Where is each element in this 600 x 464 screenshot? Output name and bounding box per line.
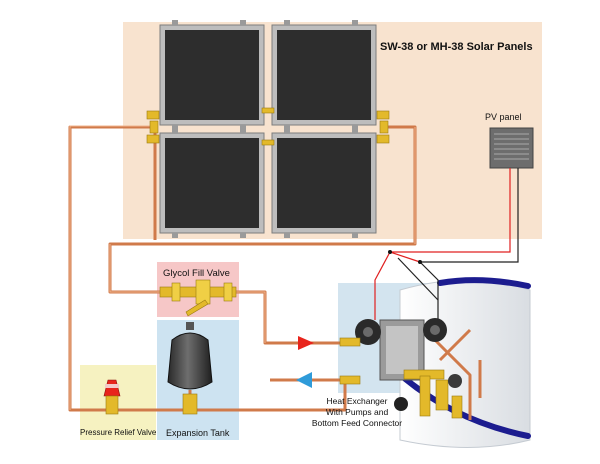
solar-panel-array xyxy=(146,20,390,238)
heat-exchanger-label: Heat Exchanger With Pumps and Bottom Fee… xyxy=(302,396,412,429)
valve-handle xyxy=(394,397,408,411)
glycol-fill-valve xyxy=(159,279,237,317)
heat-exchanger-label-line-2: With Pumps and xyxy=(325,407,389,417)
glycol-fill-valve-label: Glycol Fill Valve xyxy=(163,268,230,279)
heat-exchanger xyxy=(339,318,472,419)
solar-panel-bottom-left xyxy=(159,132,265,234)
pressure-relief-valve xyxy=(103,379,121,415)
solar-panel-bottom-right xyxy=(271,132,377,234)
pv-panel-label: PV panel xyxy=(485,112,522,122)
solar-panel-top-left xyxy=(159,24,265,126)
heat-exchanger-label-line-3: Bottom Feed Connector xyxy=(311,418,403,428)
expansion-tank-label: Expansion Tank xyxy=(166,428,230,438)
pv-panel xyxy=(489,127,534,169)
solar-panel-top-right xyxy=(271,24,377,126)
solar-panels-title: SW-38 or MH-38 Solar Panels xyxy=(380,41,533,53)
heat-exchanger-label-line-1: Heat Exchanger xyxy=(326,396,388,406)
expansion-tank xyxy=(167,322,213,415)
flow-arrow-supply xyxy=(298,336,314,350)
pressure-relief-valve-label: Pressure Relief Valve xyxy=(80,428,157,437)
flow-arrow-return xyxy=(296,372,312,388)
